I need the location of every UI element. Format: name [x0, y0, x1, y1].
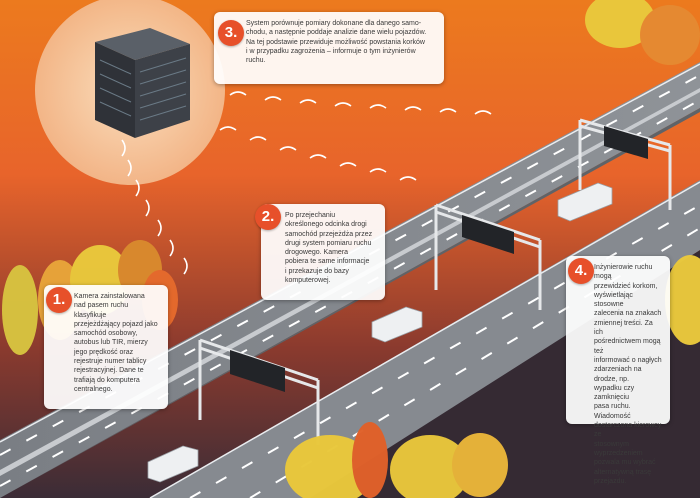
callout-1: 1. Kamera zainstalowana nad pasem ruchu …: [44, 285, 168, 409]
car-icon: [147, 182, 613, 483]
callout-1-text: Kamera zainstalowana nad pasem ruchu kla…: [74, 293, 158, 393]
signal-waves-icon: [121, 91, 492, 275]
callout-4-number: 4.: [568, 258, 594, 284]
server-rack-icon: [95, 28, 190, 138]
callout-4-text: Inżynierowie ruchu mogą przewidzieć kork…: [594, 264, 662, 485]
variable-message-sign-icon: [230, 126, 648, 392]
callout-2-text: Po przejechaniu określonego odcinka drog…: [285, 212, 373, 285]
callout-4: 4. Inżynierowie ruchu mogą przewidzieć k…: [566, 256, 670, 485]
callout-3: 3. System porównuje pomiary dokonane dla…: [214, 12, 444, 84]
callout-3-text: System porównuje pomiary dokonane dla da…: [246, 20, 427, 65]
callout-3-number: 3.: [218, 20, 244, 46]
callout-2-number: 2.: [255, 204, 281, 230]
callout-2: 2. Po przejechaniu określonego odcinka d…: [255, 204, 385, 300]
callout-1-number: 1.: [46, 287, 72, 313]
